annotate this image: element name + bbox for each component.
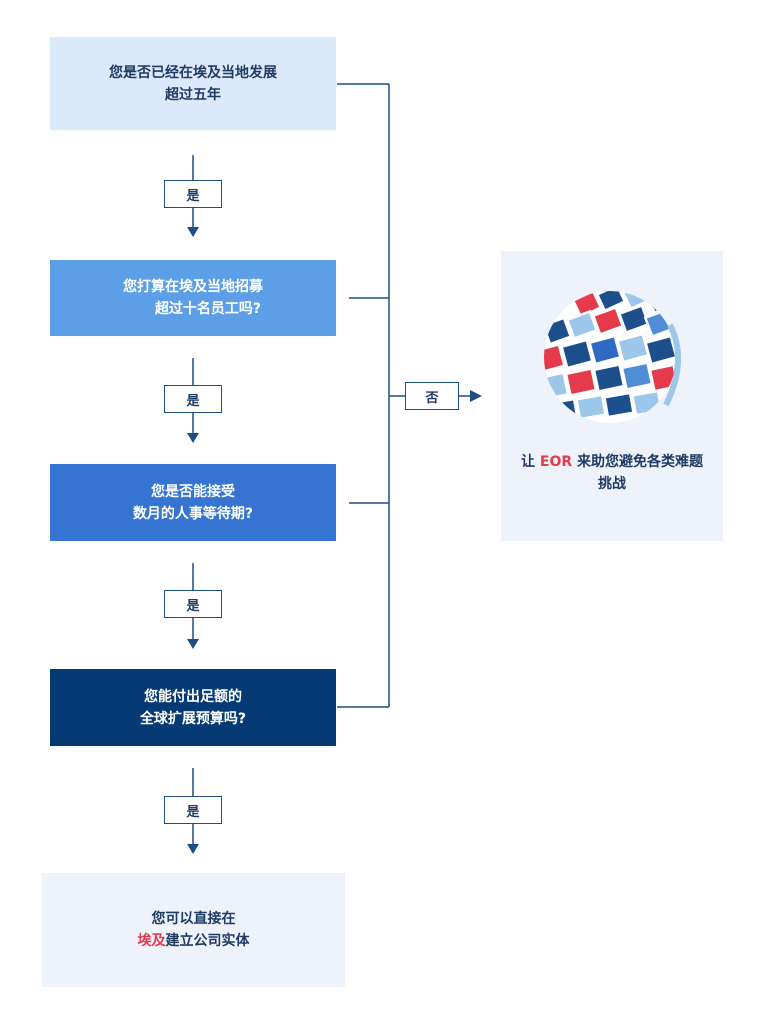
- no-label: 否: [405, 382, 459, 410]
- yes-label-4: 是: [164, 796, 222, 824]
- result-line-2: 埃及建立公司实体: [138, 930, 250, 952]
- globe-icon: [544, 291, 681, 423]
- question-4-line-2: 全球扩展预算吗?: [139, 710, 247, 727]
- question-box-4: 您能付出足额的 全球扩展预算吗?: [50, 669, 336, 746]
- yes-arrowhead-1: [187, 227, 199, 237]
- yes-arrowhead-3: [187, 639, 199, 649]
- question-box-2: 您打算在埃及当地招募 超过十名员工吗?: [50, 260, 336, 336]
- yes-arrowhead-2: [187, 433, 199, 443]
- eor-highlight: EOR: [539, 454, 573, 470]
- yes-arrowhead-4: [187, 844, 199, 854]
- yes-label-2: 是: [164, 385, 222, 413]
- question-2-line-2: 超过十名员工吗?: [154, 301, 262, 317]
- eor-panel-line-1: 让 EOR 来助您避免各类难题: [521, 451, 703, 473]
- yes-label-1: 是: [164, 180, 222, 208]
- no-arrowhead: [470, 390, 482, 402]
- question-1-line-1: 您是否已经在埃及当地发展: [109, 64, 277, 81]
- question-box-1: 您是否已经在埃及当地发展 超过五年: [50, 37, 336, 130]
- yes-label-3: 是: [164, 590, 222, 618]
- result-line-1: 您可以直接在: [151, 911, 236, 927]
- result-country-highlight: 埃及: [137, 933, 166, 949]
- question-3-line-2: 数月的人事等待期?: [132, 505, 254, 522]
- eor-suffix: 来助您避免各类难题: [572, 454, 703, 470]
- question-1-line-2: 超过五年: [165, 86, 221, 103]
- result-box: 您可以直接在 埃及建立公司实体: [42, 873, 345, 987]
- eor-panel-line-2: 挑战: [598, 476, 626, 492]
- eor-prefix: 让: [521, 454, 540, 470]
- globe-swoosh: [663, 323, 681, 407]
- question-2-line-1: 您打算在埃及当地招募: [123, 279, 263, 295]
- question-box-3: 您是否能接受 数月的人事等待期?: [50, 464, 336, 541]
- result-line-2-rest: 建立公司实体: [165, 933, 250, 949]
- question-4-line-1: 您能付出足额的: [144, 688, 242, 705]
- question-3-line-1: 您是否能接受: [151, 483, 235, 500]
